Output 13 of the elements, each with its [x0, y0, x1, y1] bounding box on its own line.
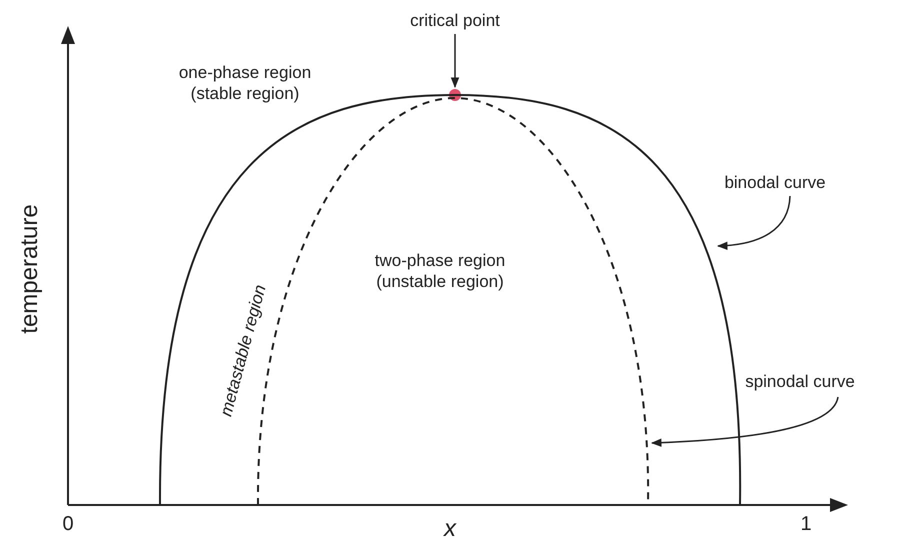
axis-title: temperature	[16, 204, 44, 334]
critical-point-dot	[449, 89, 461, 101]
axis-title: x	[444, 515, 456, 543]
region-label: two-phase region (unstable region)	[374, 250, 506, 292]
tick-label: 1	[800, 512, 812, 536]
leader-arrow	[716, 196, 791, 250]
leader-arrow	[650, 396, 839, 447]
callout-label: binodal curve	[724, 172, 826, 193]
region-label: one-phase region (stable region)	[178, 62, 312, 104]
tick-label: 0	[62, 512, 74, 536]
callout-label: critical point	[410, 10, 500, 31]
leader-arrow	[450, 34, 460, 88]
callout-label: spinodal curve	[745, 371, 855, 392]
